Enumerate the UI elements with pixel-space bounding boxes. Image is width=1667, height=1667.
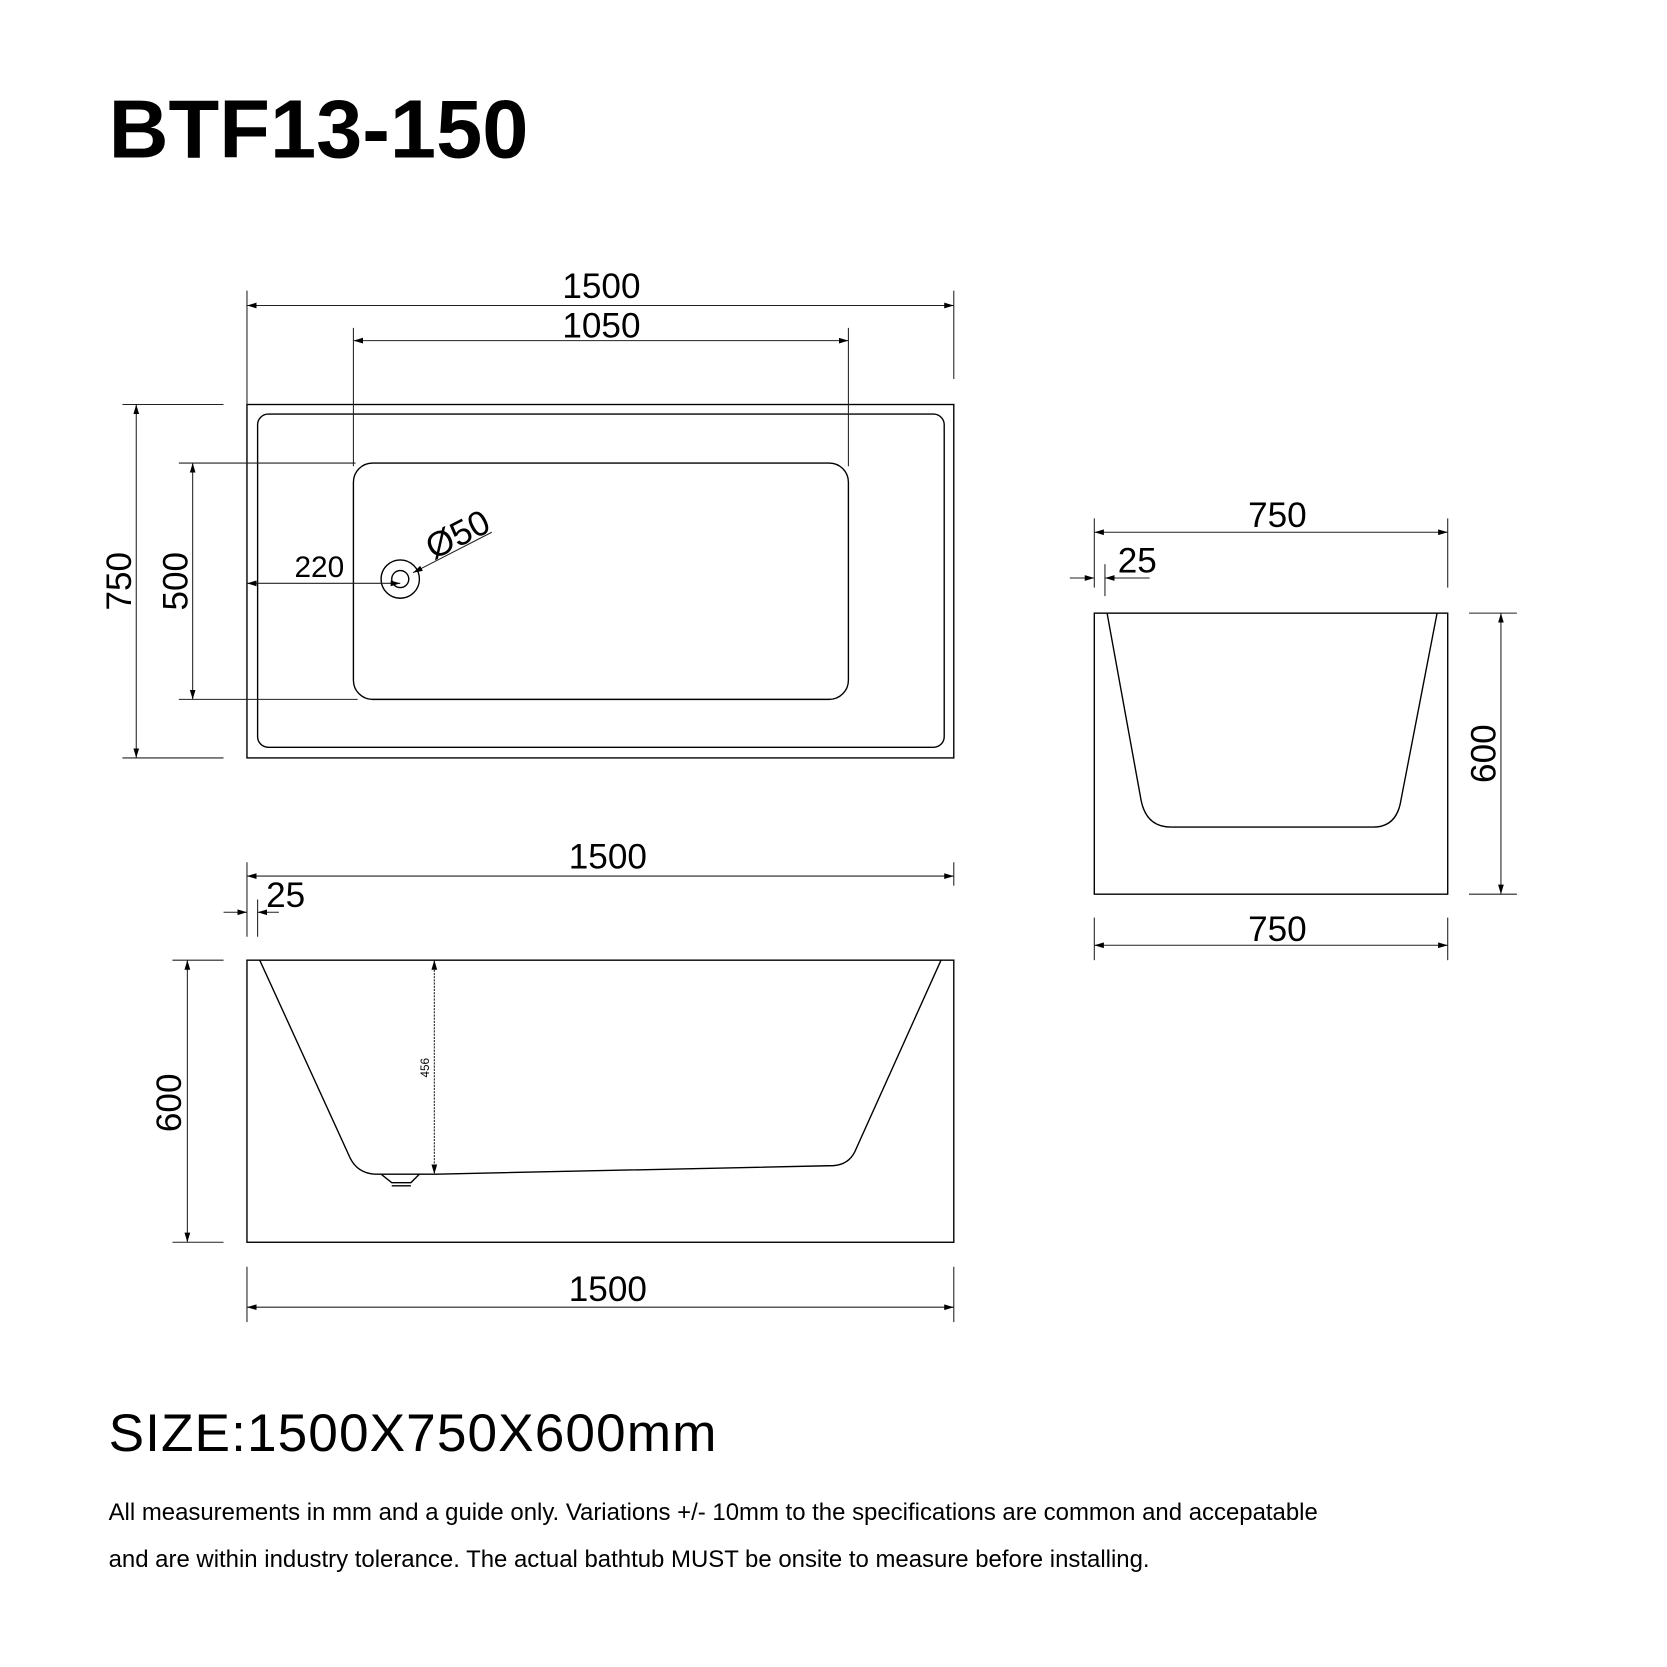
dim-label: Ø50 [419,502,496,567]
dim-label: 750 [100,552,139,611]
dim-basin-width: 500 [156,462,358,700]
note-line-1: All measurements in mm and a guide only.… [109,1499,1318,1526]
dim-end-rim: 25 [1069,542,1157,597]
drain-outer [380,559,421,599]
top-outer-outline [246,403,955,759]
side-inner-profile [259,959,942,1175]
dim-label: 220 [294,551,344,584]
dim-label: 25 [1118,542,1157,581]
dim-side-depth: 456 [419,960,438,1175]
dim-label: 25 [266,876,305,915]
dim-side-length-bottom: 1500 [246,1266,955,1323]
dim-end-height: 600 [1465,612,1517,895]
dim-overall-length: 1500 [246,267,955,405]
dim-label: 1500 [569,838,647,877]
end-view: 750 25 600 750 [1069,496,1517,961]
side-drain [380,1173,420,1187]
dim-label: 1500 [569,1270,647,1309]
top-view: 1500 1050 750 500 220 Ø50 [100,267,955,759]
dim-side-height: 600 [150,959,224,1243]
dim-side-length-top: 1500 [246,838,955,937]
drain-inner [391,569,410,589]
basin-outline [352,462,850,701]
size-label: SIZE:1500X750X600mm [109,1404,718,1463]
note-line-2: and are within industry tolerance. The a… [109,1546,1150,1573]
dim-label: 500 [156,552,195,611]
dim-side-rim: 25 [223,876,305,937]
dim-label: 456 [419,1058,432,1078]
dim-end-width-bottom: 750 [1093,910,1449,961]
dim-label: 1500 [562,267,640,306]
dim-end-width-top: 750 [1093,496,1449,588]
dim-drain-diameter: Ø50 [412,502,496,574]
dim-label: 600 [1465,724,1504,783]
dim-label: 750 [1248,910,1307,949]
end-inner-profile [1106,613,1438,828]
dim-basin-length: 1050 [352,306,849,467]
dim-label: 1050 [562,306,640,345]
dim-overall-width: 750 [100,403,224,759]
side-outline [246,959,955,1243]
end-outline [1093,612,1449,895]
dim-drain-offset: 220 [246,551,401,587]
top-rim-outline [256,413,945,748]
side-view: 1500 25 600 456 1500 [150,838,955,1323]
dim-label: 750 [1248,496,1307,535]
dim-label: 600 [150,1074,189,1133]
model-title: BTF13-150 [109,83,529,176]
